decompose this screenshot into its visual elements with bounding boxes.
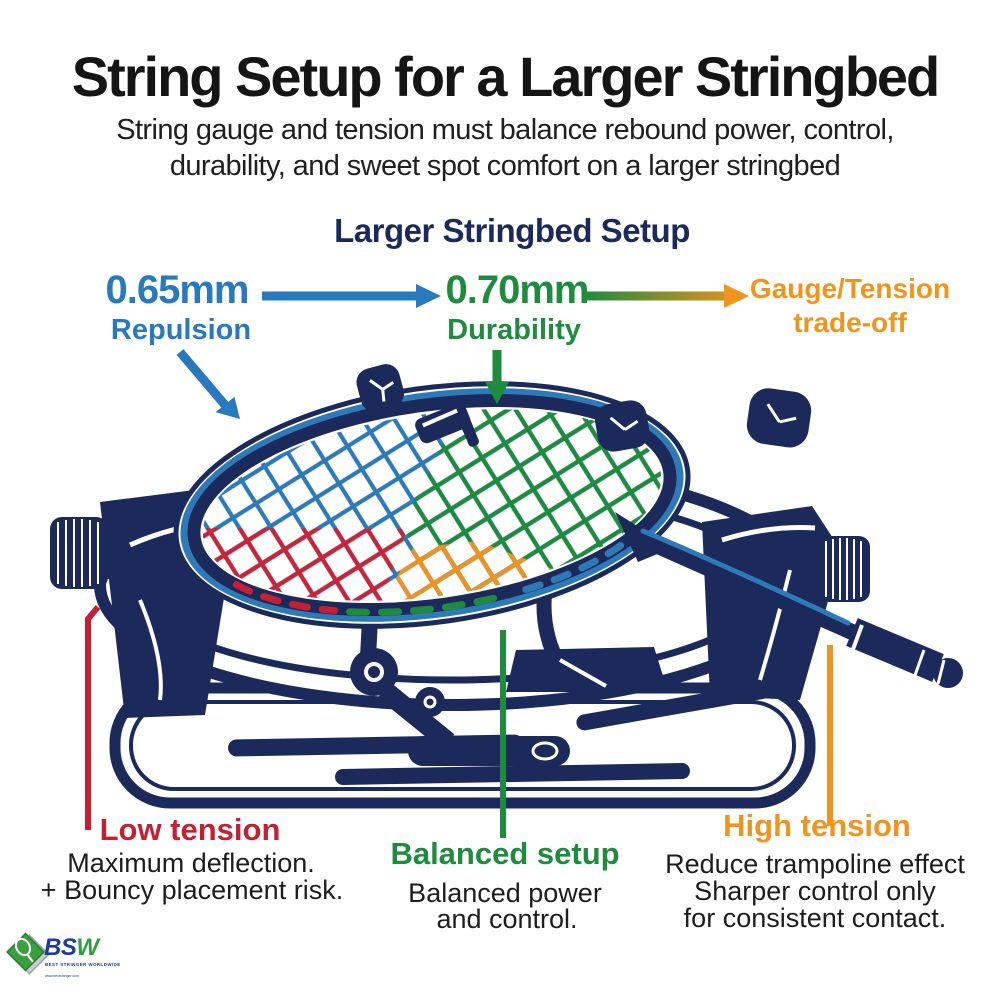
balanced-setup-line-1: Balanced power: [408, 878, 602, 908]
high-tension-line-3: for consistent contact.: [683, 903, 947, 933]
logo-wordmark: BSW: [44, 934, 99, 962]
tradeoff-label-line-2: trade-off: [793, 307, 907, 338]
low-tension-leader-line: [85, 605, 101, 830]
balanced-setup-title: Balanced setup: [390, 836, 620, 871]
setup-heading: Larger Stringbed Setup: [334, 212, 690, 249]
page-title: String Setup for a Larger Stringbed: [71, 45, 941, 108]
high-tension-title: High tension: [723, 808, 911, 843]
left-tension-knob: [50, 517, 120, 589]
racket-grip: [846, 618, 963, 688]
high-tension-dashes: [522, 533, 636, 594]
logo-website: www.beststringer.com: [45, 974, 80, 978]
arrow-down-icon: [485, 350, 509, 404]
right-tension-knob: [806, 536, 870, 602]
gauge-label-repulsion: Repulsion: [110, 314, 252, 346]
subtitle-line-2: durability, and sweet spot comfort on a …: [169, 150, 841, 182]
frame-clamps: [356, 364, 812, 452]
low-tension-line-2: + Bouncy placement risk.: [40, 875, 344, 905]
logo-tagline: BEST STRINGER WORLDWIDE: [45, 962, 121, 967]
racket-shaft: [615, 512, 963, 688]
bed-clamp: [415, 403, 479, 447]
arrow-right-icon: [262, 284, 441, 308]
logo-diamond-icon: [6, 932, 50, 975]
arrow-down-right-icon: [176, 349, 240, 419]
tradeoff-label-line-1: Gauge/Tension: [749, 273, 951, 304]
balanced-dashes: [346, 591, 511, 616]
balanced-setup-line-2: and control.: [436, 904, 578, 934]
center-clamp-arm: [350, 597, 570, 766]
subtitle-line-1: String gauge and tension must balance re…: [116, 114, 894, 146]
gauge-label-durability: Durability: [447, 314, 581, 346]
logo-letter-w: W: [76, 934, 99, 961]
gauge-value-070: 0.70mm: [445, 268, 590, 312]
tension-dash-indicators: [232, 533, 636, 616]
logo-letters-bs: BS: [44, 934, 77, 961]
arrow-right-gradient-icon: [584, 284, 749, 308]
high-tension-line-1: Reduce trampoline effect: [665, 849, 965, 879]
low-tension-dashes: [232, 581, 339, 615]
gauge-value-065: 0.65mm: [105, 268, 250, 312]
low-tension-line-1: Maximum deflection.: [67, 848, 315, 878]
low-tension-title: Low tension: [99, 812, 281, 847]
high-tension-line-2: Sharper control only: [694, 876, 936, 906]
